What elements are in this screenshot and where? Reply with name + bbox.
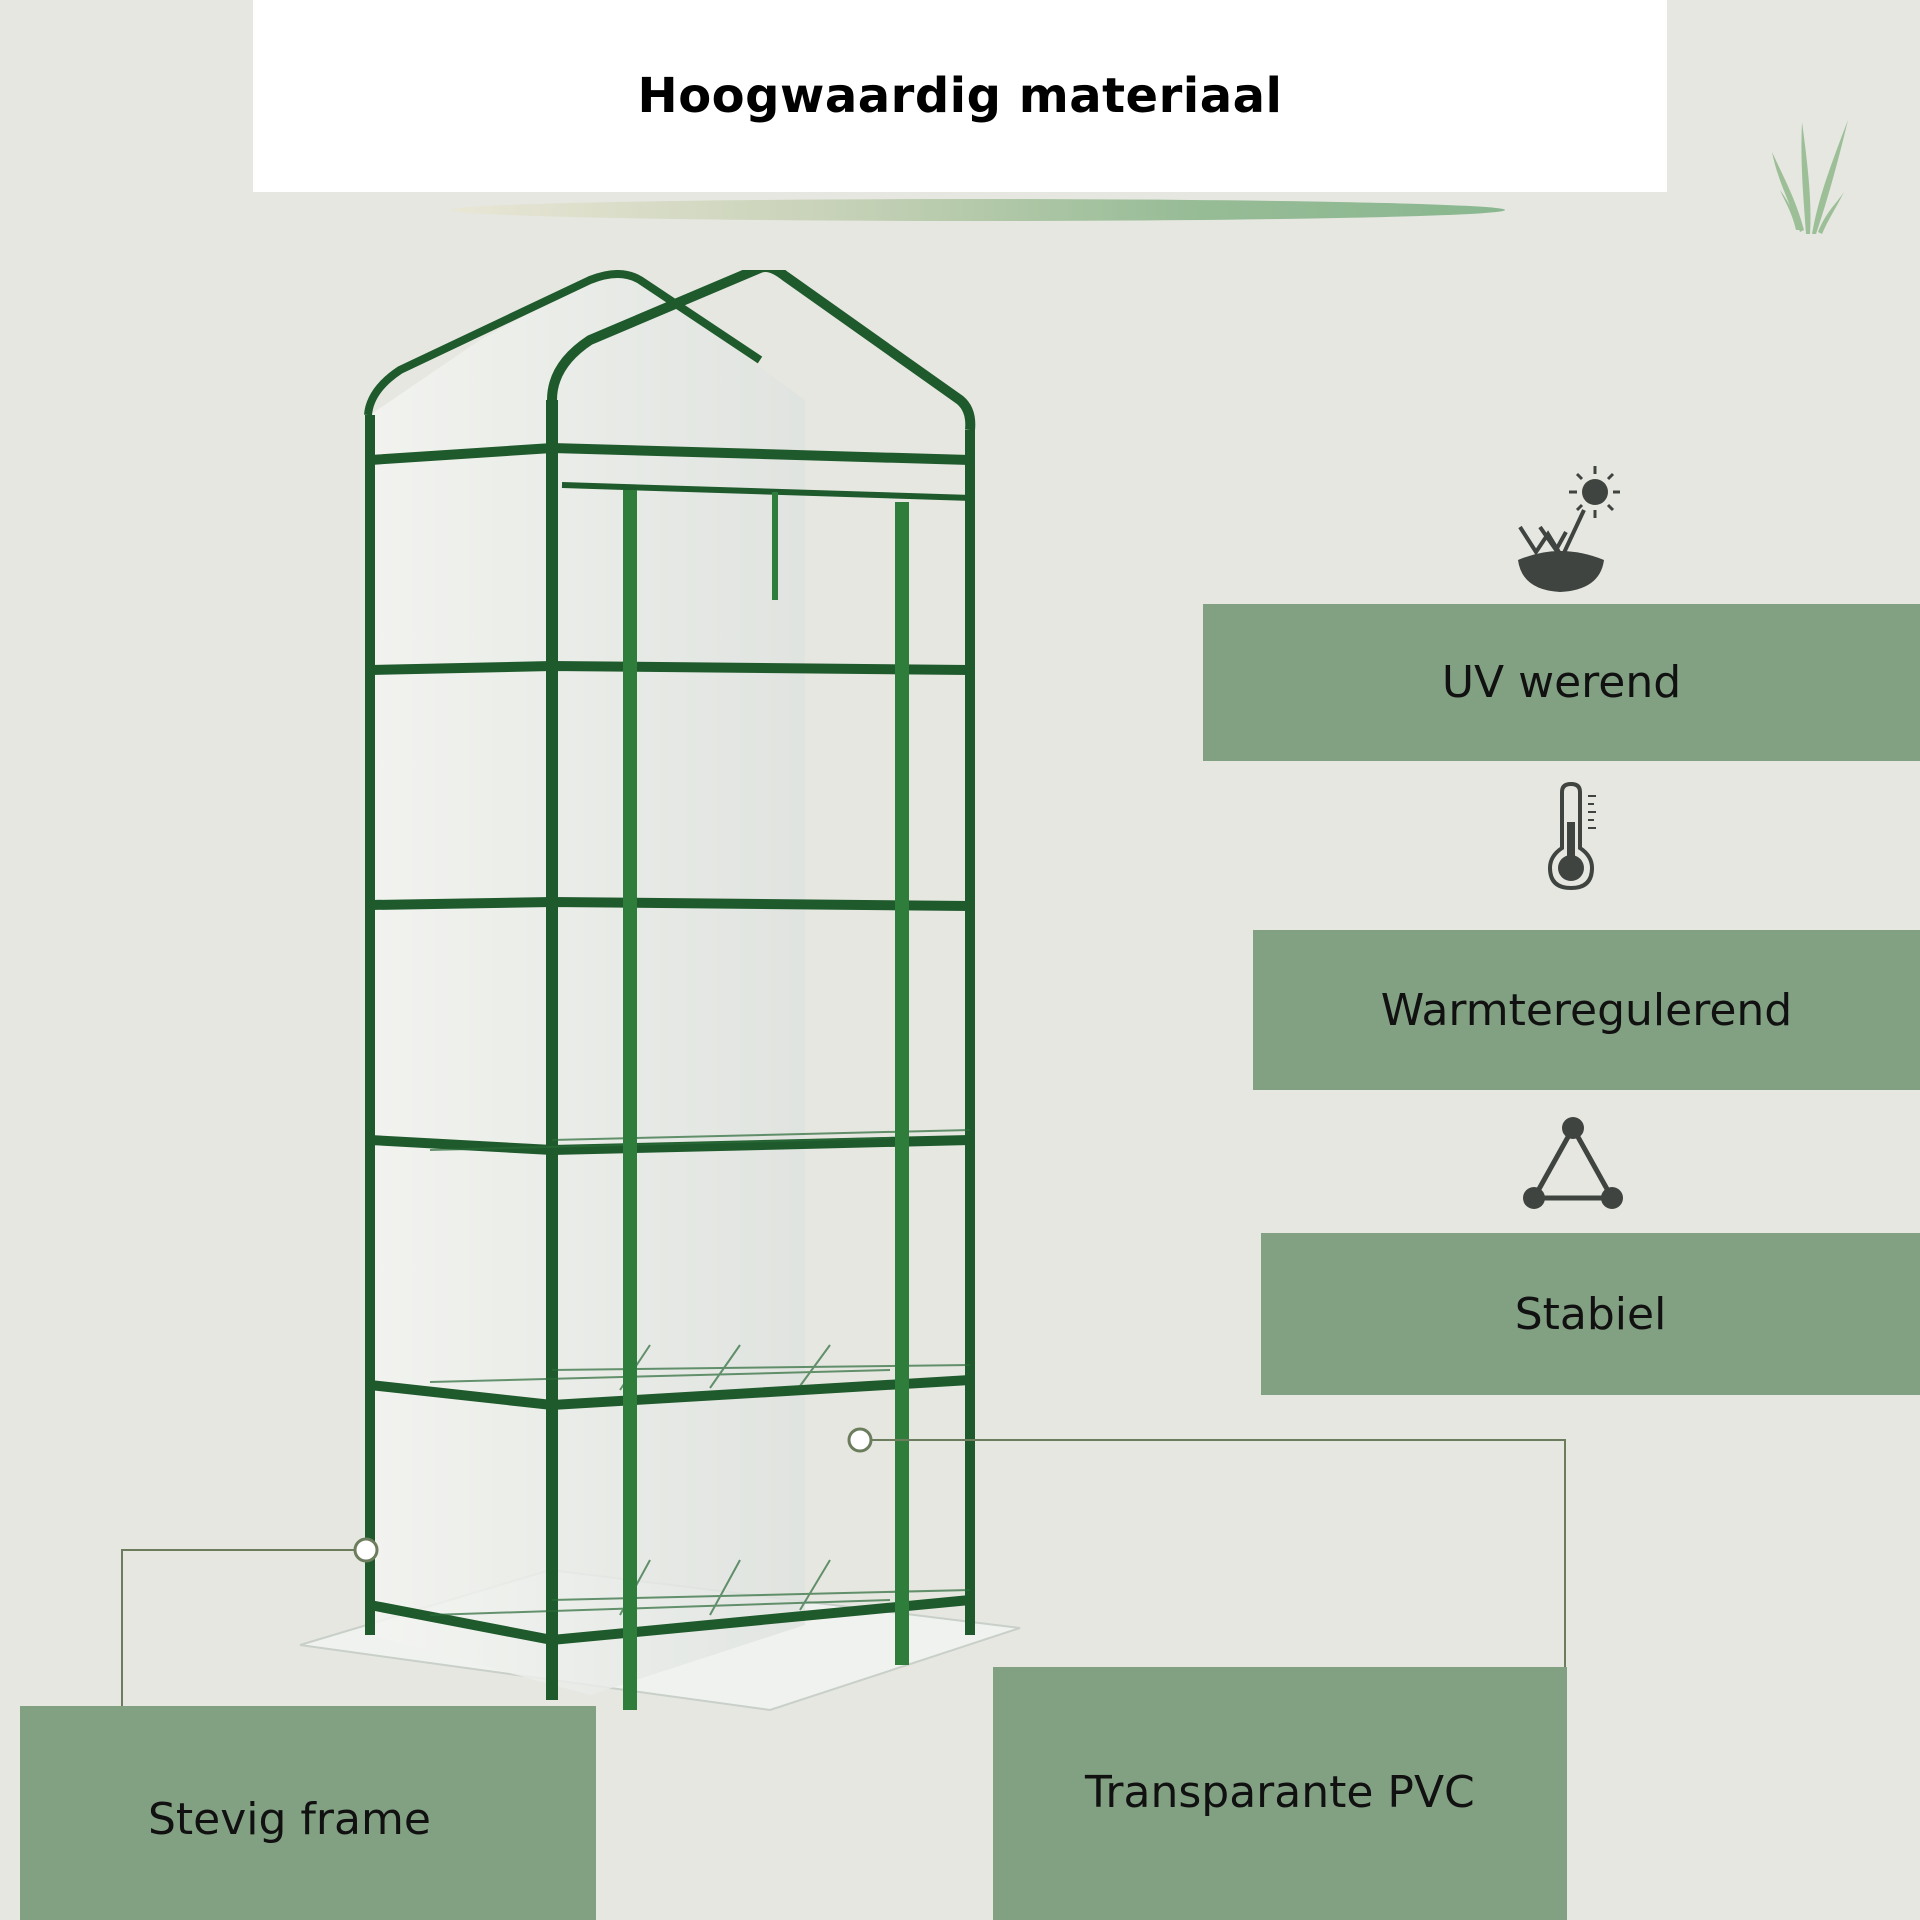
header-banner: Hoogwaardig materiaal [253,0,1667,192]
header-divider [450,199,1505,221]
thermometer-icon [1547,782,1596,891]
triangle-nodes-icon [1523,1117,1623,1209]
uv-label: UV werend [1441,657,1682,708]
warmth-label: Warmteregulerend [1380,984,1793,1036]
pvc-label-box: Transparante PVC [993,1667,1567,1920]
greenhouse-image [299,270,1021,1712]
pvc-label: Transparante PVC [1085,1767,1475,1818]
frame-label: Stevig frame [148,1794,431,1845]
frame-label-box: Stevig frame [20,1706,596,1920]
warmth-label-box: Warmteregulerend [1253,930,1920,1090]
grass-icon [1772,120,1848,234]
page-title: Hoogwaardig materiaal [637,68,1283,124]
uv-sun-icon [1518,466,1620,592]
uv-label-box: UV werend [1203,604,1920,761]
stable-label-box: Stabiel [1261,1233,1920,1395]
stable-label: Stabiel [1514,1288,1667,1340]
